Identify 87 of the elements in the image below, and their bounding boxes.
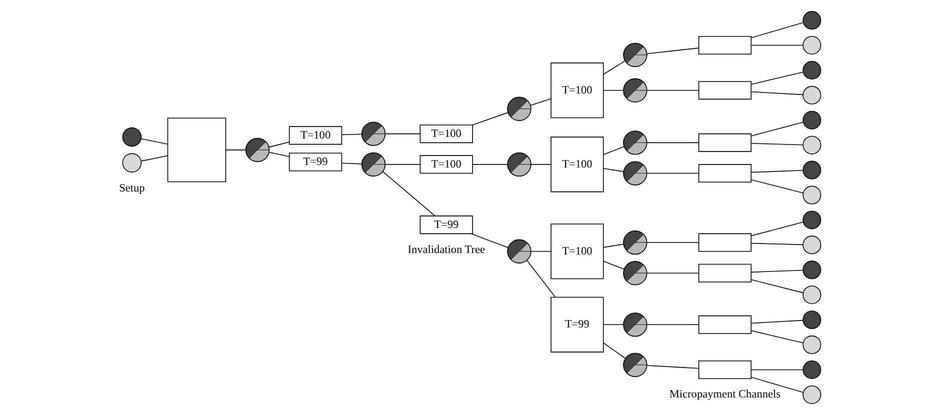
connector — [750, 179, 803, 194]
node-box — [698, 264, 752, 282]
connector — [602, 168, 624, 172]
connector — [268, 142, 290, 148]
node-box: T=99 — [550, 296, 604, 352]
node-circle — [802, 360, 821, 379]
connector — [526, 260, 556, 298]
connector — [750, 22, 803, 38]
node-box — [698, 81, 752, 100]
connector — [530, 98, 551, 106]
connector — [750, 91, 803, 96]
node-circle — [802, 60, 821, 80]
connector — [750, 143, 803, 146]
connector — [750, 72, 803, 85]
label: Micropayment Channels — [668, 388, 780, 401]
node-box — [698, 360, 752, 379]
node-box: T=100 — [288, 126, 342, 145]
node-circle — [802, 160, 821, 180]
node-box — [698, 233, 752, 252]
node-box — [698, 36, 752, 55]
node-circle — [802, 385, 821, 404]
connector — [646, 48, 698, 54]
node-circle — [802, 336, 821, 354]
node-circle — [802, 11, 821, 30]
connector — [646, 242, 699, 243]
connector — [382, 171, 435, 216]
connector — [602, 60, 625, 75]
node-box: T=99 — [419, 216, 472, 234]
connector — [470, 233, 508, 248]
connector — [602, 260, 624, 270]
connector — [750, 369, 803, 370]
connector — [602, 90, 624, 91]
node-circle — [802, 86, 821, 104]
node-circle — [802, 310, 821, 330]
connector — [384, 133, 420, 134]
connector — [268, 152, 290, 157]
connector — [646, 365, 699, 369]
node-circle — [802, 236, 821, 254]
connector — [750, 122, 803, 136]
connector — [750, 330, 803, 344]
connector — [750, 44, 803, 46]
connector — [750, 170, 803, 173]
node-box: T=100 — [550, 136, 604, 192]
connector — [340, 162, 362, 164]
connector — [750, 320, 803, 324]
node-box: T=100 — [419, 155, 472, 174]
node-circle — [802, 286, 821, 304]
connector — [530, 250, 551, 252]
connector — [750, 279, 803, 294]
connector — [472, 112, 508, 126]
node-box: T=100 — [550, 62, 604, 118]
node-circle — [802, 36, 821, 55]
connector — [750, 242, 803, 246]
node-circle — [802, 136, 821, 154]
node-box: T=100 — [419, 124, 472, 144]
connector — [646, 272, 699, 274]
node-circle — [802, 186, 821, 204]
node-circle — [122, 127, 142, 147]
connector — [602, 244, 624, 248]
connector — [646, 172, 699, 174]
node-circle — [122, 153, 142, 172]
connector — [646, 90, 699, 91]
connector — [530, 164, 551, 165]
connector — [340, 134, 362, 136]
connector — [750, 270, 803, 273]
node-box — [166, 118, 226, 182]
connector — [602, 324, 624, 326]
node-box — [698, 315, 752, 334]
connector — [646, 142, 699, 144]
connector — [140, 138, 168, 145]
node-box: T=100 — [550, 224, 604, 280]
connector — [750, 376, 803, 393]
connector — [602, 342, 626, 359]
connector — [472, 164, 508, 165]
connector — [140, 155, 168, 162]
node-circle — [802, 110, 821, 130]
connector — [384, 164, 420, 165]
connector — [602, 146, 624, 155]
node-box — [698, 164, 752, 183]
label: Setup — [118, 182, 144, 195]
node-box: T=99 — [288, 152, 342, 172]
label: Invalidation Tree — [407, 244, 485, 256]
node-box — [698, 133, 752, 152]
node-circle — [802, 210, 821, 230]
node-circle — [802, 260, 821, 280]
connector — [646, 324, 699, 326]
connector — [750, 222, 803, 236]
